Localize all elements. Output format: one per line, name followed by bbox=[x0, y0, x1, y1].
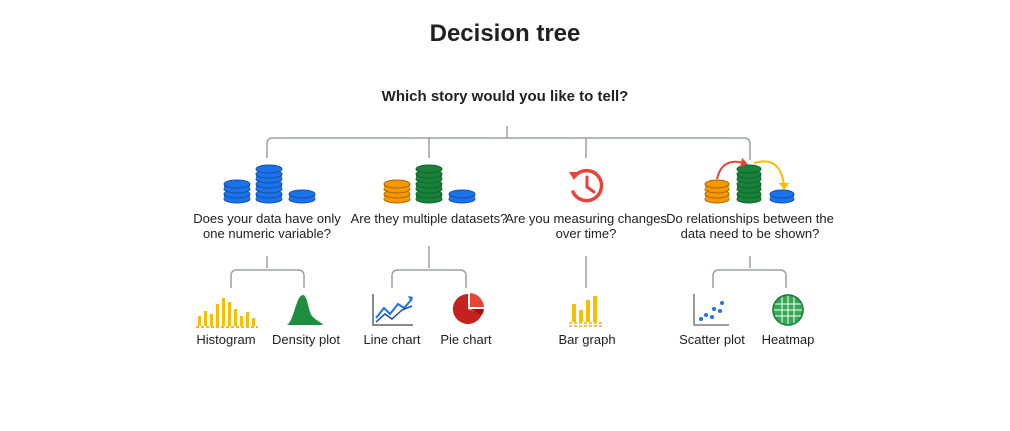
leaf-label-scatter-plot: Scatter plot bbox=[679, 332, 745, 347]
leaf-label-density-plot: Density plot bbox=[272, 332, 340, 347]
branch-2-question: Are they multiple datasets? bbox=[350, 211, 508, 226]
leaf-label-bar-graph: Bar graph bbox=[558, 332, 616, 347]
branch-3-question: Are you measuring changes over time? bbox=[505, 211, 667, 241]
database-relationships-icon bbox=[704, 158, 795, 204]
database-stacks-multicolor-icon bbox=[383, 164, 476, 204]
leaf-label-line-chart: Line chart bbox=[363, 332, 421, 347]
root-question: Which story would you like to tell? bbox=[381, 88, 629, 105]
density-plot-icon bbox=[287, 295, 323, 325]
branch-1-question: Does your data have only one numeric var… bbox=[193, 211, 341, 241]
pie-chart-icon bbox=[452, 293, 484, 324]
leaf-label-heatmap: Heatmap bbox=[761, 332, 815, 347]
level1-connector bbox=[266, 137, 751, 160]
leaf-label-pie-chart: Pie chart bbox=[440, 332, 492, 347]
clock-history-icon bbox=[569, 168, 604, 203]
heatmap-icon bbox=[772, 294, 804, 326]
bar-graph-icon bbox=[569, 296, 603, 327]
leaf-label-histogram: Histogram bbox=[196, 332, 256, 347]
branch-1-leaf-connector bbox=[230, 269, 305, 288]
scatter-plot-icon bbox=[693, 294, 729, 326]
branch-4-question: Do relationships between the data need t… bbox=[666, 211, 834, 241]
page-title: Decision tree bbox=[429, 20, 581, 47]
branch-2-leaf-connector bbox=[391, 269, 467, 288]
branch-4-leaf-connector bbox=[712, 269, 787, 288]
database-stacks-blue-icon bbox=[223, 164, 316, 204]
histogram-icon bbox=[196, 298, 258, 328]
line-chart-icon bbox=[372, 294, 413, 326]
